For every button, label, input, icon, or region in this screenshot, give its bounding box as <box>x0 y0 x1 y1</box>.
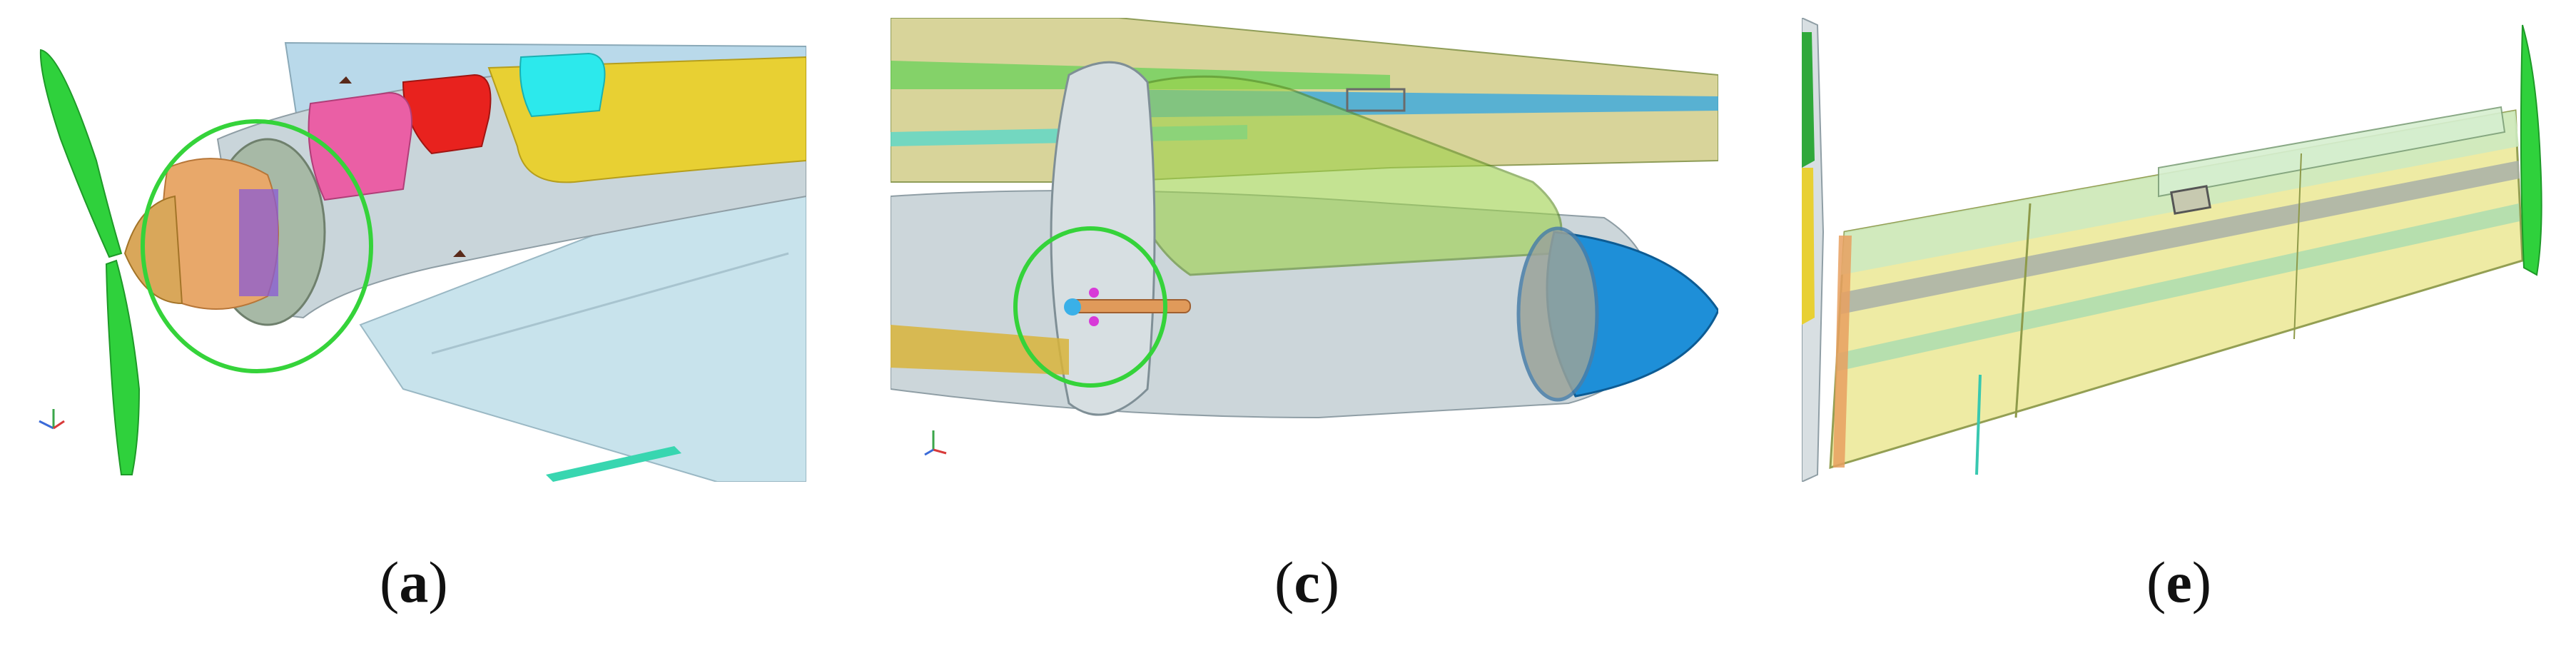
aileron <box>2158 106 2506 198</box>
rod-pin-2 <box>1089 316 1099 326</box>
root-rib <box>1833 236 1852 468</box>
fuselage-green-strip <box>1802 32 1815 168</box>
caption-c: (c) <box>1274 550 1340 615</box>
panel-a-illustration <box>39 41 806 482</box>
wing-spar-stripe <box>1841 161 2520 314</box>
axis-triad-icon <box>924 430 947 456</box>
axis-triad-icon <box>39 409 65 430</box>
panel-e-wing-view <box>1802 18 2544 482</box>
rod-pin-1 <box>1089 288 1099 298</box>
wing-hatch <box>1346 88 1406 112</box>
wing-panel-line <box>431 252 789 355</box>
wing-tip-fin <box>2520 24 2542 276</box>
servo-hatch <box>2170 185 2211 215</box>
fuselage-marker <box>453 250 466 257</box>
wing-lower-green <box>1837 203 2520 371</box>
propeller-blade-lower <box>105 259 141 475</box>
wing-rib-2 <box>2293 153 2302 340</box>
bulkhead <box>1050 61 1156 416</box>
caption-e: (e) <box>2146 550 2212 615</box>
caption-a: (a) <box>380 550 448 615</box>
panel-c-illustration <box>891 18 1718 456</box>
highlight-circle <box>141 119 373 373</box>
nose-ring <box>1516 226 1599 402</box>
control-rod <box>1068 299 1191 313</box>
spinner <box>123 195 183 305</box>
panel-a-engine-view <box>32 18 806 482</box>
cyan-panel <box>519 52 606 118</box>
rod-end-cyan <box>1064 298 1081 316</box>
engine-mount <box>239 189 278 296</box>
tail-marker-1 <box>339 76 352 84</box>
panel-c-cockpit-view <box>891 18 1718 482</box>
highlight-circle <box>1013 226 1167 388</box>
panel-e-illustration <box>1802 18 2542 482</box>
bottom-rail <box>891 325 1069 375</box>
fuselage-yellow-strip <box>1802 168 1815 325</box>
wing-rib <box>2014 203 2032 418</box>
propeller-blade-upper <box>39 49 123 258</box>
landing-gear <box>546 446 681 482</box>
pushrod <box>1975 374 1982 475</box>
